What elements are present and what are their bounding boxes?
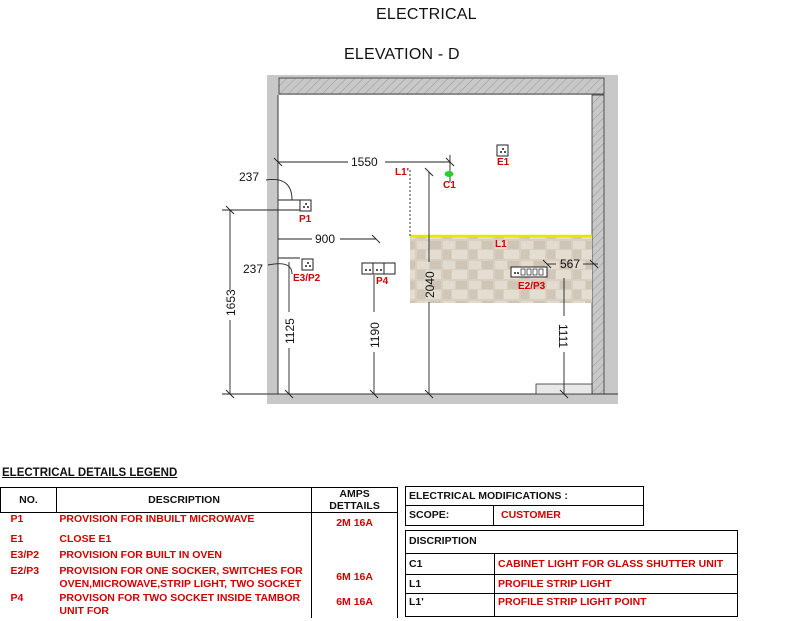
scope-row: SCOPE: CUSTOMER <box>405 505 644 526</box>
legend-description: CLOSE E1 <box>59 533 112 545</box>
mod-text: CABINET LIGHT FOR GLASS SHUTTER UNIT <box>495 555 737 575</box>
table-row: E1 CLOSE E1 <box>1 530 398 546</box>
dim-1653: 1653 <box>224 289 238 316</box>
legend-amps: 6M 16A <box>311 562 398 591</box>
elevation-drawing: 237 1550 900 237 1653 1125 1190 2040 567… <box>222 75 618 404</box>
mod-text: PROFILE STRIP LIGHT POINT <box>498 596 647 608</box>
p4-socket-icon <box>361 262 396 275</box>
scope-label: SCOPE: <box>406 506 494 525</box>
label-e3p2: E3/P2 <box>293 273 321 284</box>
mod-code: C1 <box>406 555 494 575</box>
legend-description: PROVISON FOR TWO SOCKET INSIDE TAMBOR UN… <box>59 592 301 617</box>
dim-237-mid: 237 <box>243 262 263 276</box>
description-box: DISCRIPTION C1 CABINET LIGHT FOR GLASS S… <box>405 530 738 617</box>
modifications-title-box: ELECTRICAL MODIFICATIONS : <box>405 486 644 506</box>
label-l1prime: L1' <box>395 167 409 178</box>
legend-description: PROVISION FOR INBUILT MICROWAVE <box>59 513 255 525</box>
legend-amps: 2M 16A <box>311 512 398 530</box>
legend-amps: 6M 16A <box>311 591 398 618</box>
legend-header-description: DESCRIPTION <box>55 487 312 513</box>
c1-light-icon <box>444 171 454 177</box>
legend-no: P1 <box>10 513 24 525</box>
discription-label: DISCRIPTION <box>406 532 737 554</box>
dim-1550: 1550 <box>351 155 378 169</box>
table-row: E2/P3 PROVISION FOR ONE SOCKER, SWITCHES… <box>1 562 398 591</box>
tile-backsplash <box>410 236 592 303</box>
legend-heading: ELECTRICAL DETAILS LEGEND <box>2 467 178 479</box>
modifications-title: ELECTRICAL MODIFICATIONS : <box>409 490 568 502</box>
p1-socket-icon <box>299 199 312 212</box>
ceiling-hatch <box>278 77 605 95</box>
e3p2-socket-icon <box>301 258 314 271</box>
legend-amps <box>311 546 398 562</box>
table-row: P4 PROVISON FOR TWO SOCKET INSIDE TAMBOR… <box>1 591 398 618</box>
dim-2040: 2040 <box>423 271 437 298</box>
label-c1: C1 <box>443 180 456 191</box>
dim-1125: 1125 <box>283 318 297 344</box>
elevation-title: ELEVATION - D <box>344 46 460 63</box>
dim-1190: 1190 <box>368 322 382 348</box>
drawing-title: ELECTRICAL <box>376 6 477 23</box>
label-p4: P4 <box>376 276 389 287</box>
legend-no: P4 <box>10 592 24 604</box>
scope-value: CUSTOMER <box>501 509 561 521</box>
mod-text: PROFILE STRIP LIGHT <box>495 575 737 594</box>
table-row: E3/P2 PROVISION FOR BUILT IN OVEN <box>1 546 398 562</box>
label-p1: P1 <box>299 214 312 225</box>
right-wall-hatch <box>591 94 605 395</box>
legend-table: NO. DESCRIPTION AMPS DETTAILS P1 PROVISI… <box>0 487 398 618</box>
dim-1111: 1111 <box>556 324 570 348</box>
mod-code: L1' <box>409 596 424 608</box>
mod-code: L1 <box>406 575 494 594</box>
e2p3-switchboard-icon <box>510 266 548 278</box>
table-row: P1 PROVISION FOR INBUILT MICROWAVE 2M 16… <box>1 512 398 530</box>
legend-no: E2/P3 <box>10 565 40 577</box>
label-e1: E1 <box>497 157 510 168</box>
description-divider <box>494 554 495 616</box>
e1-socket-icon <box>496 144 509 157</box>
dim-567: 567 <box>560 257 580 271</box>
legend-amps <box>311 530 398 546</box>
legend-header-no: NO. <box>0 487 57 513</box>
label-l1: L1 <box>495 239 507 250</box>
legend-description: PROVISION FOR ONE SOCKER, SWITCHES FOR O… <box>59 565 303 590</box>
legend-no: E1 <box>10 533 24 545</box>
legend-no: E3/P2 <box>10 549 40 561</box>
legend-header-amps: AMPS DETTAILS <box>311 487 398 513</box>
dim-900: 900 <box>315 232 335 246</box>
label-e2p3: E2/P3 <box>518 281 546 292</box>
dim-237-top: 237 <box>239 170 259 184</box>
legend-description: PROVISION FOR BUILT IN OVEN <box>59 549 222 561</box>
legend-header-row: NO. DESCRIPTION AMPS DETTAILS <box>0 487 398 513</box>
